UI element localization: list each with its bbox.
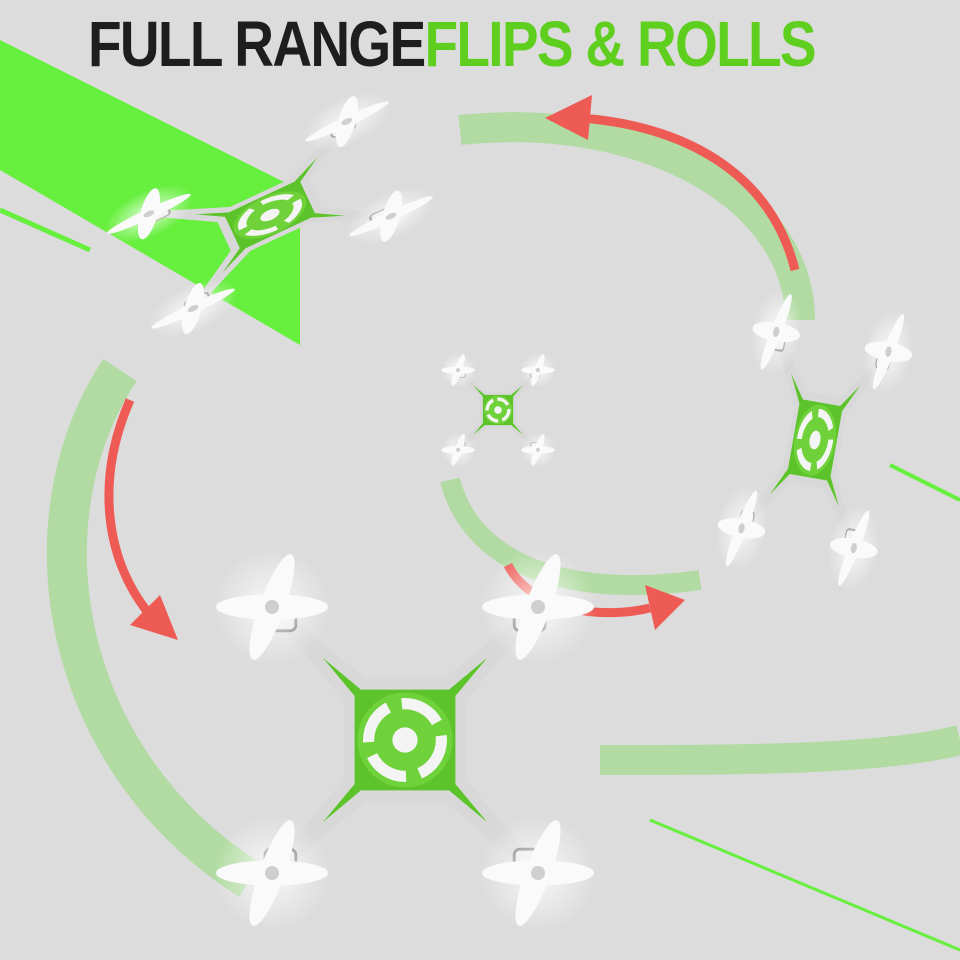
flip-arrow-top bbox=[545, 95, 800, 272]
motion-trail bbox=[46, 112, 960, 897]
green-line bbox=[889, 463, 960, 502]
green-line bbox=[0, 207, 92, 253]
flip-arrow-left bbox=[104, 398, 178, 640]
green-line bbox=[649, 818, 960, 952]
headline-dark-text: FULL RANGE bbox=[88, 8, 426, 80]
headline-green-text: FLIPS & ROLLS bbox=[424, 8, 816, 80]
headline: FULL RANGEFLIPS & ROLLS bbox=[88, 6, 817, 82]
